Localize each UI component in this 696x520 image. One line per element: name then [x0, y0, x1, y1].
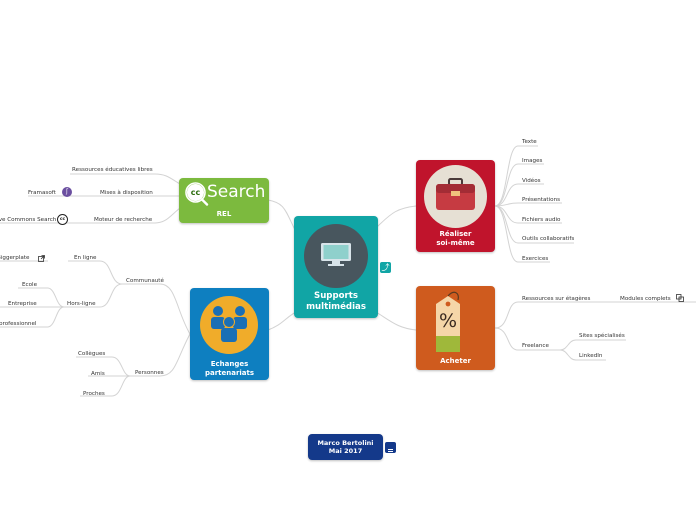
expand-icon: ⤴ — [381, 263, 390, 272]
realiser-item[interactable]: Outils collaboratifs — [522, 236, 575, 242]
connector — [64, 283, 123, 308]
connector — [68, 260, 123, 285]
connector — [559, 339, 626, 351]
connector — [0, 306, 65, 328]
central-title: Supports multimédias — [306, 291, 366, 312]
hors-ligne-leaf[interactable]: Ecole — [22, 282, 38, 288]
central-node[interactable]: Supports multimédias — [294, 216, 378, 318]
personnes-leaf[interactable]: Collègues — [78, 351, 106, 357]
acheter-title: Acheter — [440, 357, 471, 365]
realiser-item[interactable]: Fichiers audio — [522, 217, 561, 223]
realiser-item[interactable]: Exercices — [522, 256, 549, 262]
connector — [494, 145, 538, 207]
cc-logo-icon: cc — [187, 184, 204, 201]
connector — [80, 207, 181, 224]
realiser-item[interactable]: Présentations — [522, 197, 561, 203]
author-text: Marco Bertolini Mai 2017 — [317, 439, 374, 455]
shelves-label[interactable]: Ressources sur étagères — [522, 296, 591, 302]
connector — [80, 375, 131, 397]
rel-item[interactable]: Mises à disposition — [100, 190, 153, 196]
framasoft-icon: ʃ — [62, 187, 72, 197]
realiser-node[interactable]: Réaliser soi-même — [416, 160, 495, 252]
connector — [120, 283, 191, 335]
magnifier-icon — [185, 182, 209, 206]
toolbox-icon — [436, 178, 475, 210]
external-link-icon — [38, 255, 45, 262]
cc-search-leaf[interactable]: Creative Commons Search — [0, 217, 57, 223]
echanges-node[interactable]: Echanges partenariats — [190, 288, 269, 380]
freelance-leaf[interactable]: Sites spécialisés — [579, 333, 625, 339]
rel-logo-text: Search — [207, 182, 266, 202]
cc-icon: cc — [57, 214, 68, 225]
framasoft-leaf[interactable]: Framasoft — [28, 190, 56, 196]
connector — [267, 199, 297, 233]
connector — [375, 205, 417, 229]
en-ligne-label[interactable]: En ligne — [74, 255, 97, 261]
realiser-item[interactable]: Vidéos — [522, 178, 541, 184]
connector — [494, 183, 544, 207]
connector — [18, 287, 65, 308]
hors-ligne-label[interactable]: Hors-ligne — [67, 301, 96, 307]
connector — [559, 349, 606, 361]
rel-title: REL — [216, 210, 232, 218]
connector — [494, 163, 544, 207]
shelves-leaf[interactable]: Modules complets — [620, 296, 671, 302]
price-tag-icon — [436, 291, 460, 352]
connector — [494, 301, 594, 329]
rel-item[interactable]: Ressources éducatives libres — [72, 167, 153, 173]
hors-ligne-leaf[interactable]: professionnel — [0, 321, 37, 327]
connector — [494, 205, 550, 263]
realiser-item[interactable]: Texte — [522, 139, 537, 145]
people-icon — [211, 306, 247, 342]
rel-node[interactable]: cc Search REL — [179, 178, 269, 223]
communaute-label[interactable]: Communauté — [126, 278, 164, 284]
echanges-title: Echanges partenariats — [204, 360, 255, 377]
monitor-icon — [321, 243, 351, 266]
notes-lines — [388, 449, 393, 454]
acheter-node[interactable]: % Acheter — [416, 286, 495, 370]
personnes-leaf[interactable]: Proches — [83, 391, 105, 397]
author-box[interactable]: Marco Bertolini Mai 2017 — [308, 434, 383, 460]
realiser-title: Réaliser soi-même — [436, 230, 475, 247]
connector — [267, 311, 297, 331]
notes-icon[interactable] — [385, 442, 396, 454]
collapse-toggle[interactable]: ⤴ — [380, 262, 391, 273]
hors-ligne-leaf[interactable]: Entreprise — [8, 301, 37, 307]
biggerplate-leaf[interactable]: Biggerplate — [0, 255, 30, 261]
rel-item[interactable]: Moteur de recherche — [94, 217, 153, 223]
realiser-item[interactable]: Images — [522, 158, 543, 164]
freelance-label[interactable]: Freelance — [522, 343, 549, 349]
connector — [130, 333, 191, 377]
personnes-leaf[interactable]: Amis — [91, 371, 105, 377]
freelance-leaf[interactable]: LinkedIn — [579, 353, 603, 359]
connector — [375, 311, 417, 331]
connector — [70, 173, 181, 185]
connector — [76, 356, 131, 377]
connector — [494, 327, 560, 351]
link-icon — [676, 294, 684, 302]
personnes-label[interactable]: Personnes — [135, 370, 164, 376]
tag-symbol: % — [438, 310, 458, 332]
connector — [494, 202, 562, 207]
